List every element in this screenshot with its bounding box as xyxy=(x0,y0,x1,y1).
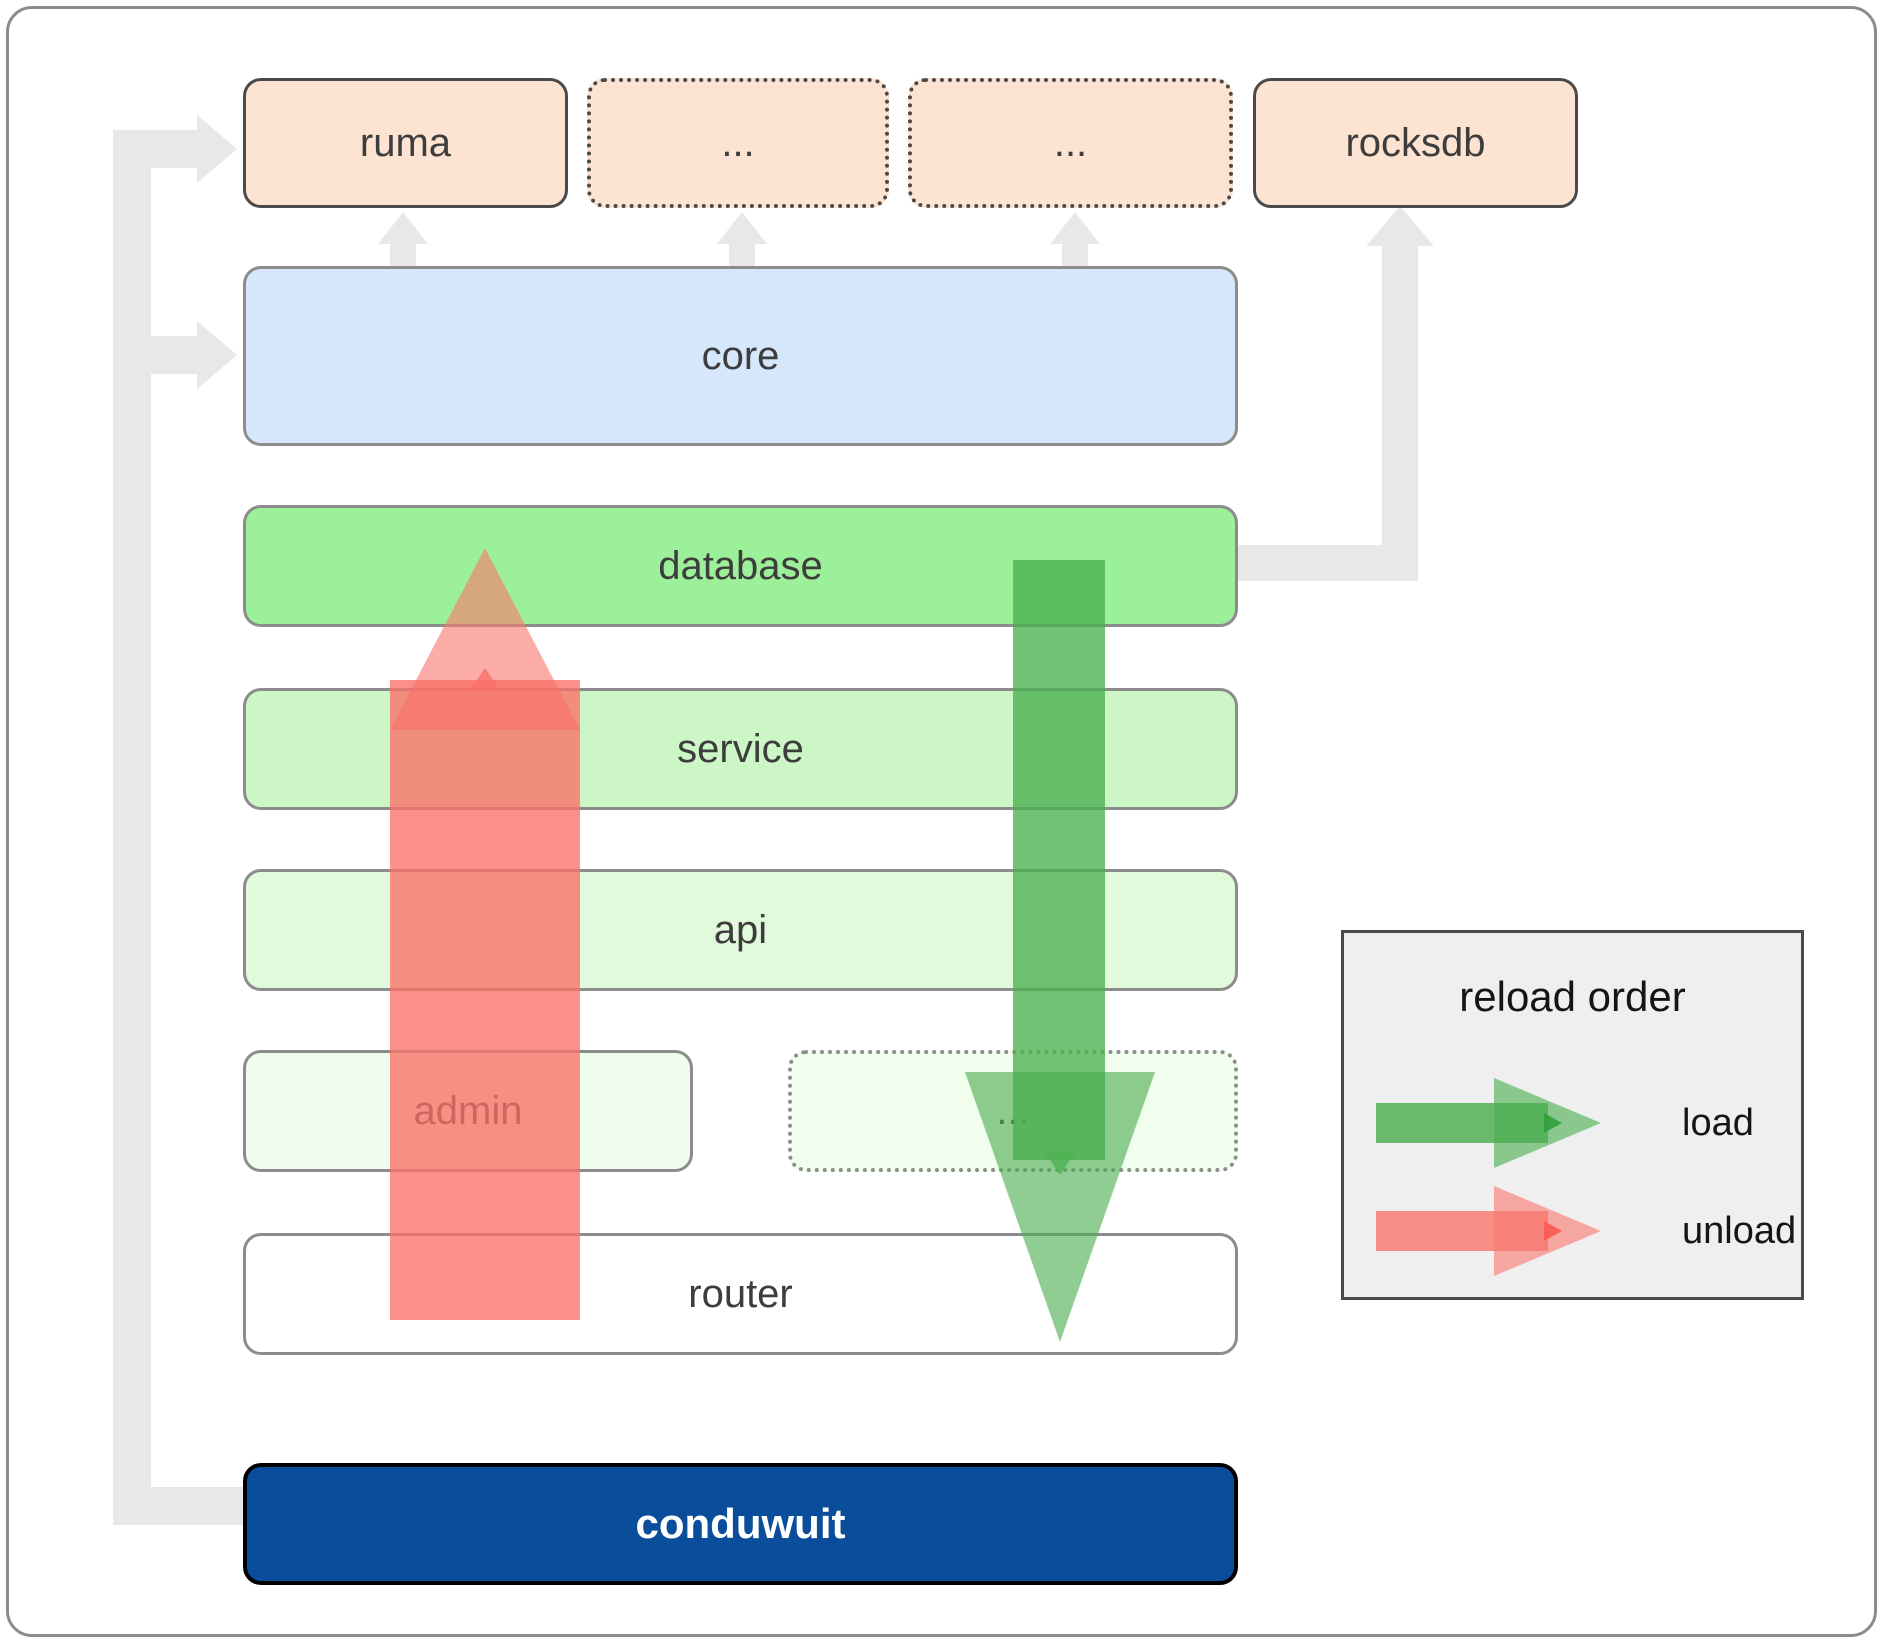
diagram-frame xyxy=(6,6,1877,1637)
connector-arrow-core xyxy=(197,321,237,389)
layer-service-label: service xyxy=(677,726,804,771)
crate-rocksdb[interactable]: rocksdb xyxy=(1253,78,1578,208)
unload-arrow xyxy=(380,540,590,1330)
layer-api-label: api xyxy=(713,907,768,952)
root-conduwuit-label: conduwuit xyxy=(635,1500,846,1547)
crate-placeholder-1-label: ... xyxy=(721,120,755,165)
connector-arrow-rocksdb xyxy=(1366,206,1434,246)
legend-label-load: load xyxy=(1682,1101,1754,1144)
connector-arrow-core-to-dots1 xyxy=(717,212,767,244)
layer-core-label: core xyxy=(701,333,780,378)
legend-item-unload: unload xyxy=(1376,1181,1796,1281)
connector-arrow-core-to-dots2 xyxy=(1050,212,1100,244)
root-conduwuit[interactable]: conduwuit xyxy=(243,1463,1238,1585)
layer-router-label: router xyxy=(688,1271,793,1316)
load-arrow-icon xyxy=(1376,1073,1608,1173)
connector-branch-core xyxy=(113,336,207,374)
connector-db-to-rocksdb-vertical xyxy=(1382,246,1418,566)
crate-ruma-label: ruma xyxy=(359,120,452,165)
connector-branch-ruma xyxy=(113,130,207,168)
legend-label-unload: unload xyxy=(1682,1209,1797,1252)
legend-panel: reload order load unload xyxy=(1341,930,1804,1300)
crate-placeholder-2[interactable]: ... xyxy=(908,78,1233,208)
connector-arrow-ruma xyxy=(197,115,237,183)
crate-ruma[interactable]: ruma xyxy=(243,78,568,208)
legend-title: reload order xyxy=(1459,973,1686,1020)
unload-arrow-icon xyxy=(1376,1181,1608,1281)
load-arrow xyxy=(955,560,1165,1350)
layer-core[interactable]: core xyxy=(243,266,1238,446)
connector-arrow-core-to-ruma xyxy=(378,212,428,244)
connector-root-stub xyxy=(113,1487,245,1525)
crate-placeholder-2-label: ... xyxy=(1053,120,1088,165)
crate-placeholder-1[interactable]: ... xyxy=(587,78,889,208)
layer-database-label: database xyxy=(658,543,823,588)
legend-item-load: load xyxy=(1376,1073,1754,1173)
crate-rocksdb-label: rocksdb xyxy=(1345,120,1486,165)
